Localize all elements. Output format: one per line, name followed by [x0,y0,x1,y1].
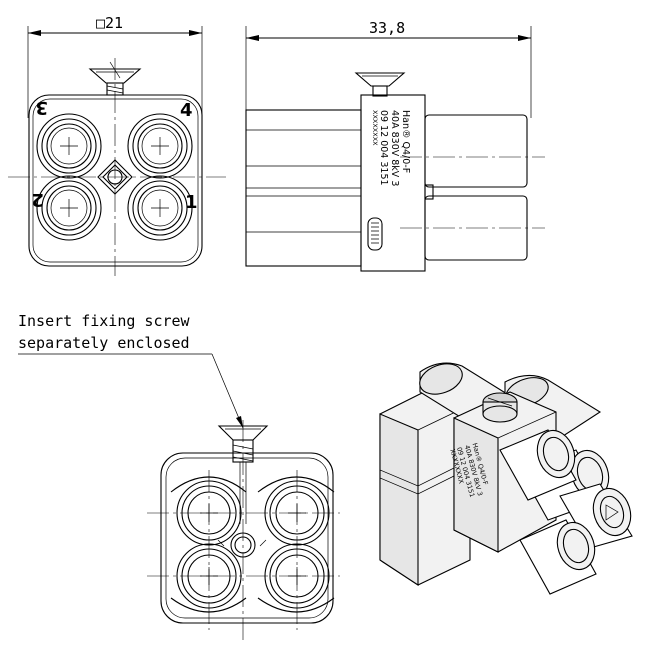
svg-text:09 12 004 3151: 09 12 004 3151 [378,110,389,186]
pin-number-4: 4 [180,100,193,121]
pin-number-2: 2 [31,189,44,210]
isometric-view: Han® Q4/0-F 40A 830V 8kV 3 09 12 004 315… [379,362,633,595]
pin-socket-2 [36,175,102,241]
note-line-1: Insert fixing screw [18,312,191,330]
screw-note: Insert fixing screw separately enclosed [18,312,244,429]
pin-socket-1 [127,175,193,241]
bottom-socket-2 [170,543,247,613]
harting-logo-icon [367,217,383,251]
bottom-housing [160,452,334,624]
contact-tube-upper [424,114,528,188]
bottom-socket-4 [257,476,335,546]
bottom-screw-icon [217,425,269,463]
bottom-front-view [147,420,340,640]
screw-icon [88,61,142,96]
pin-socket-3 [36,113,102,179]
length-dimension-label: 33,8 [369,19,405,37]
iso-front-tube-left [499,429,577,501]
bottom-socket-1 [257,543,335,613]
iso-front-tube-bottom [519,519,597,595]
pin-number-3: 3 [35,97,48,118]
pin-socket-4 [127,113,193,179]
bottom-center-hole-icon [230,532,256,558]
iso-front-tube-right [559,483,633,549]
front-housing [28,94,203,267]
front-view: □21 [8,14,226,276]
note-line-2: separately enclosed [18,334,190,352]
bottom-socket-3 [170,476,247,546]
pin-number-1: 1 [185,192,198,213]
svg-text:Han® Q4/0-F: Han® Q4/0-F [400,110,411,173]
side-product-label: Han® Q4/0-F 40A 830V 8kV 3 09 12 004 315… [371,110,411,186]
iso-screw-icon [482,392,518,423]
center-diamond-icon [97,159,133,195]
side-view: 33,8 Han® Q4/0-F 40A 830V 8kV 3 09 12 00… [245,19,545,272]
svg-text:40A 830V 8kV 3: 40A 830V 8kV 3 [389,110,400,186]
width-dimension-label: □21 [96,14,123,32]
side-screw-icon [354,72,406,97]
svg-text:XXXXXXXX: XXXXXXXX [371,110,379,146]
